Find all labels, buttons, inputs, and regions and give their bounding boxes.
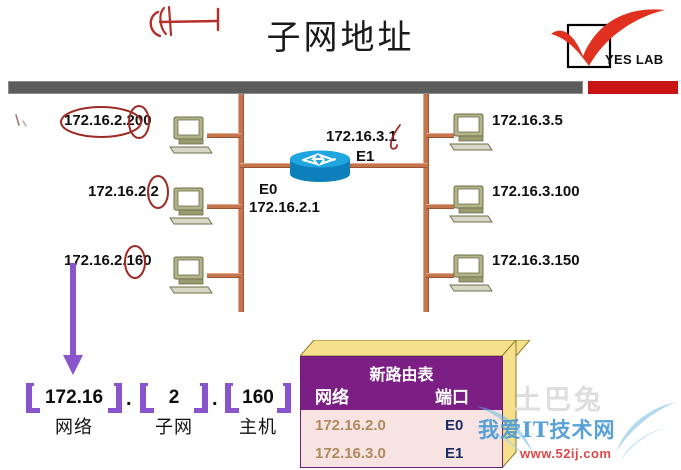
table-row: 172.16.3.0 E1 bbox=[301, 441, 502, 468]
table-header-block: 新路由表 网络 端口 bbox=[301, 357, 502, 410]
left-backbone-line bbox=[238, 94, 244, 312]
right-host-wire-1 bbox=[426, 133, 454, 138]
host-ip-label: 172.16.3.5 bbox=[492, 112, 563, 129]
left-host-wire-1 bbox=[207, 133, 241, 138]
right-backbone-line bbox=[423, 94, 429, 312]
watermark-line-3: www.52ij.com bbox=[520, 446, 612, 461]
watermark-line-1: 土巴兔 bbox=[514, 385, 604, 416]
octet-bracket-network bbox=[26, 383, 122, 413]
computer-icon bbox=[449, 113, 493, 151]
octet-label-network: 网络 bbox=[55, 417, 93, 438]
octet-separator: . bbox=[212, 388, 218, 410]
octet-label-host: 主机 bbox=[239, 417, 277, 438]
computer-icon bbox=[449, 185, 493, 223]
host-ip-label: 172.16.2.2 bbox=[88, 183, 159, 200]
octet-bracket-subnet bbox=[140, 383, 208, 413]
breakdown-arrow-icon bbox=[63, 263, 83, 375]
octet-value-network: 172.16 bbox=[44, 387, 104, 408]
column-header-port: 端口 bbox=[435, 388, 469, 408]
router-interface-e0-ip: 172.16.2.1 bbox=[249, 199, 320, 216]
table-row: 172.16.2.0 E0 bbox=[301, 413, 502, 440]
host-ip-label: 172.16.3.150 bbox=[492, 252, 580, 269]
router-interface-e1-ip: 172.16.3.1 bbox=[326, 128, 397, 145]
router-interface-e0-name: E0 bbox=[259, 181, 278, 198]
octet-bracket-host bbox=[225, 383, 291, 413]
computer-icon bbox=[449, 254, 493, 292]
left-host-wire-2 bbox=[207, 204, 241, 209]
site-watermark: 土巴兔 我爱IT技术网 www.52ij.com bbox=[470, 378, 681, 470]
yeslab-logo-text: YES LAB bbox=[605, 52, 664, 67]
left-host-wire-3 bbox=[207, 273, 241, 278]
handwriting-annotation-icon bbox=[149, 5, 220, 38]
routing-table-title: 新路由表 bbox=[369, 365, 434, 384]
octet-separator: . bbox=[126, 388, 132, 410]
table-right-face bbox=[502, 340, 517, 468]
routing-table: 新路由表 网络 端口 172.16.2.0 E0 172.16.3.0 E1 bbox=[300, 340, 530, 468]
header-accent-bar bbox=[588, 81, 678, 94]
right-host-wire-2 bbox=[426, 204, 454, 209]
host-ip-label: 172.16.2.200 bbox=[64, 112, 152, 129]
octet-label-subnet: 子网 bbox=[155, 417, 193, 438]
route-network-value: 172.16.3.0 bbox=[315, 445, 386, 462]
header-divider-bar bbox=[8, 81, 583, 94]
small-ink-mark-icon bbox=[15, 114, 27, 127]
host-ip-label: 172.16.3.100 bbox=[492, 183, 580, 200]
octet-value-subnet: 2 bbox=[168, 387, 180, 408]
route-port-value: E0 bbox=[445, 417, 464, 434]
computer-icon bbox=[169, 116, 213, 154]
computer-icon bbox=[169, 187, 213, 225]
router-icon bbox=[290, 150, 350, 182]
right-host-wire-3 bbox=[426, 273, 454, 278]
route-network-value: 172.16.2.0 bbox=[315, 417, 386, 434]
router-e0-link bbox=[240, 163, 295, 168]
table-top-face bbox=[300, 340, 530, 356]
octet-value-host: 160 bbox=[242, 387, 274, 408]
router-interface-e1-name: E1 bbox=[356, 148, 375, 165]
computer-icon bbox=[169, 256, 213, 294]
table-front-face: 新路由表 网络 端口 172.16.2.0 E0 172.16.3.0 E1 bbox=[300, 356, 503, 468]
column-header-network: 网络 bbox=[315, 388, 349, 408]
yeslab-logo-icon bbox=[551, 9, 665, 69]
page-title: 子网地址 bbox=[266, 18, 415, 58]
watermark-line-2: 我爱IT技术网 bbox=[478, 417, 616, 442]
router-e1-link bbox=[345, 163, 427, 168]
route-port-value: E1 bbox=[445, 445, 464, 462]
